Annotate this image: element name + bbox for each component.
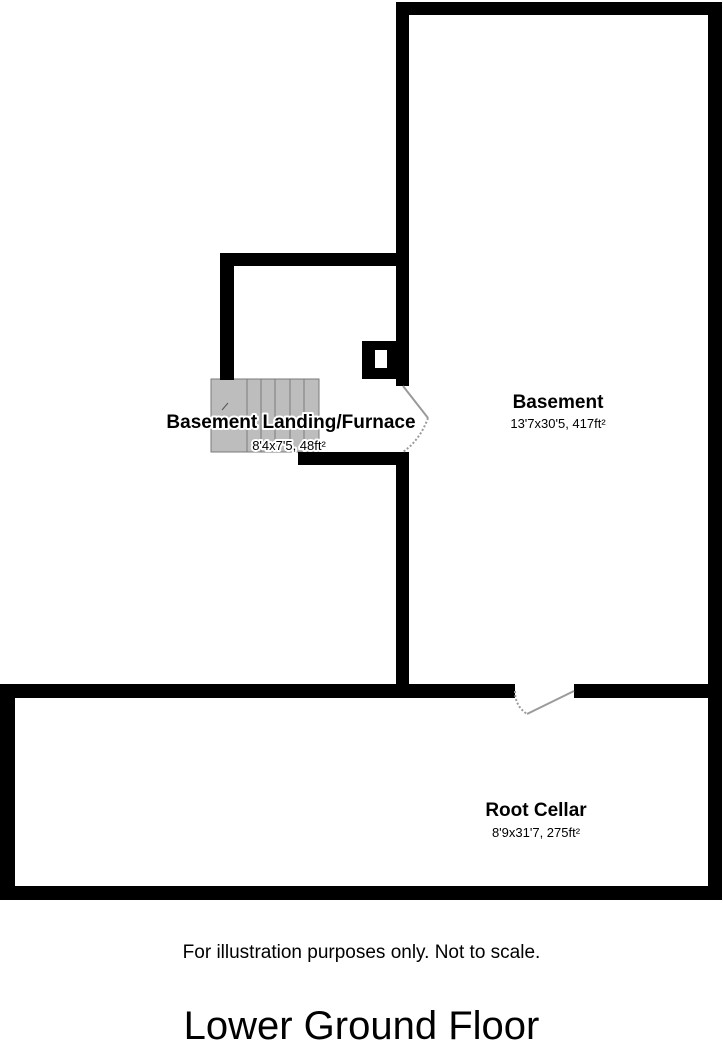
wall-landing-left xyxy=(220,253,234,380)
root-cellar-dimensions: 8'9x31'7, 275ft² xyxy=(492,825,581,840)
landing-name: Basement Landing/Furnace xyxy=(166,412,415,433)
stairs-body xyxy=(210,378,320,453)
door-cellar-swing xyxy=(514,690,528,715)
doors xyxy=(402,385,575,715)
wall-landing-top xyxy=(220,253,409,266)
wall-basement-top xyxy=(396,2,713,15)
chimney-bottom xyxy=(362,368,397,379)
wall-basement-left-lower xyxy=(396,452,409,692)
wall-basement-left-upper xyxy=(396,2,409,386)
wall-cellar-top-right xyxy=(574,684,722,698)
door-cellar xyxy=(526,690,575,715)
disclaimer: For illustration purposes only. Not to s… xyxy=(182,942,541,963)
chimney-left xyxy=(362,341,375,379)
wall-landing-bottom xyxy=(298,452,409,465)
chimney-top xyxy=(362,341,397,350)
basement-name: Basement xyxy=(513,392,604,413)
wall-cellar-bottom xyxy=(0,886,722,900)
stair-arrow xyxy=(221,402,229,411)
wall-cellar-top-left xyxy=(0,684,515,698)
walls xyxy=(0,2,722,900)
floor-title: Lower Ground Floor xyxy=(183,1004,540,1048)
wall-cellar-left xyxy=(0,684,15,900)
chimney-right xyxy=(387,341,397,379)
floor-plan: Basement 13'7x30'5, 417ft² Basement Land… xyxy=(0,2,722,900)
door-landing xyxy=(402,385,429,419)
root-cellar-name: Root Cellar xyxy=(485,800,587,821)
landing-dimensions: 8'4x7'5, 48ft² xyxy=(252,438,326,453)
staircase xyxy=(210,378,320,453)
wall-cellar-right xyxy=(708,684,722,900)
basement-dimensions: 13'7x30'5, 417ft² xyxy=(510,416,606,431)
wall-basement-right xyxy=(708,2,722,700)
